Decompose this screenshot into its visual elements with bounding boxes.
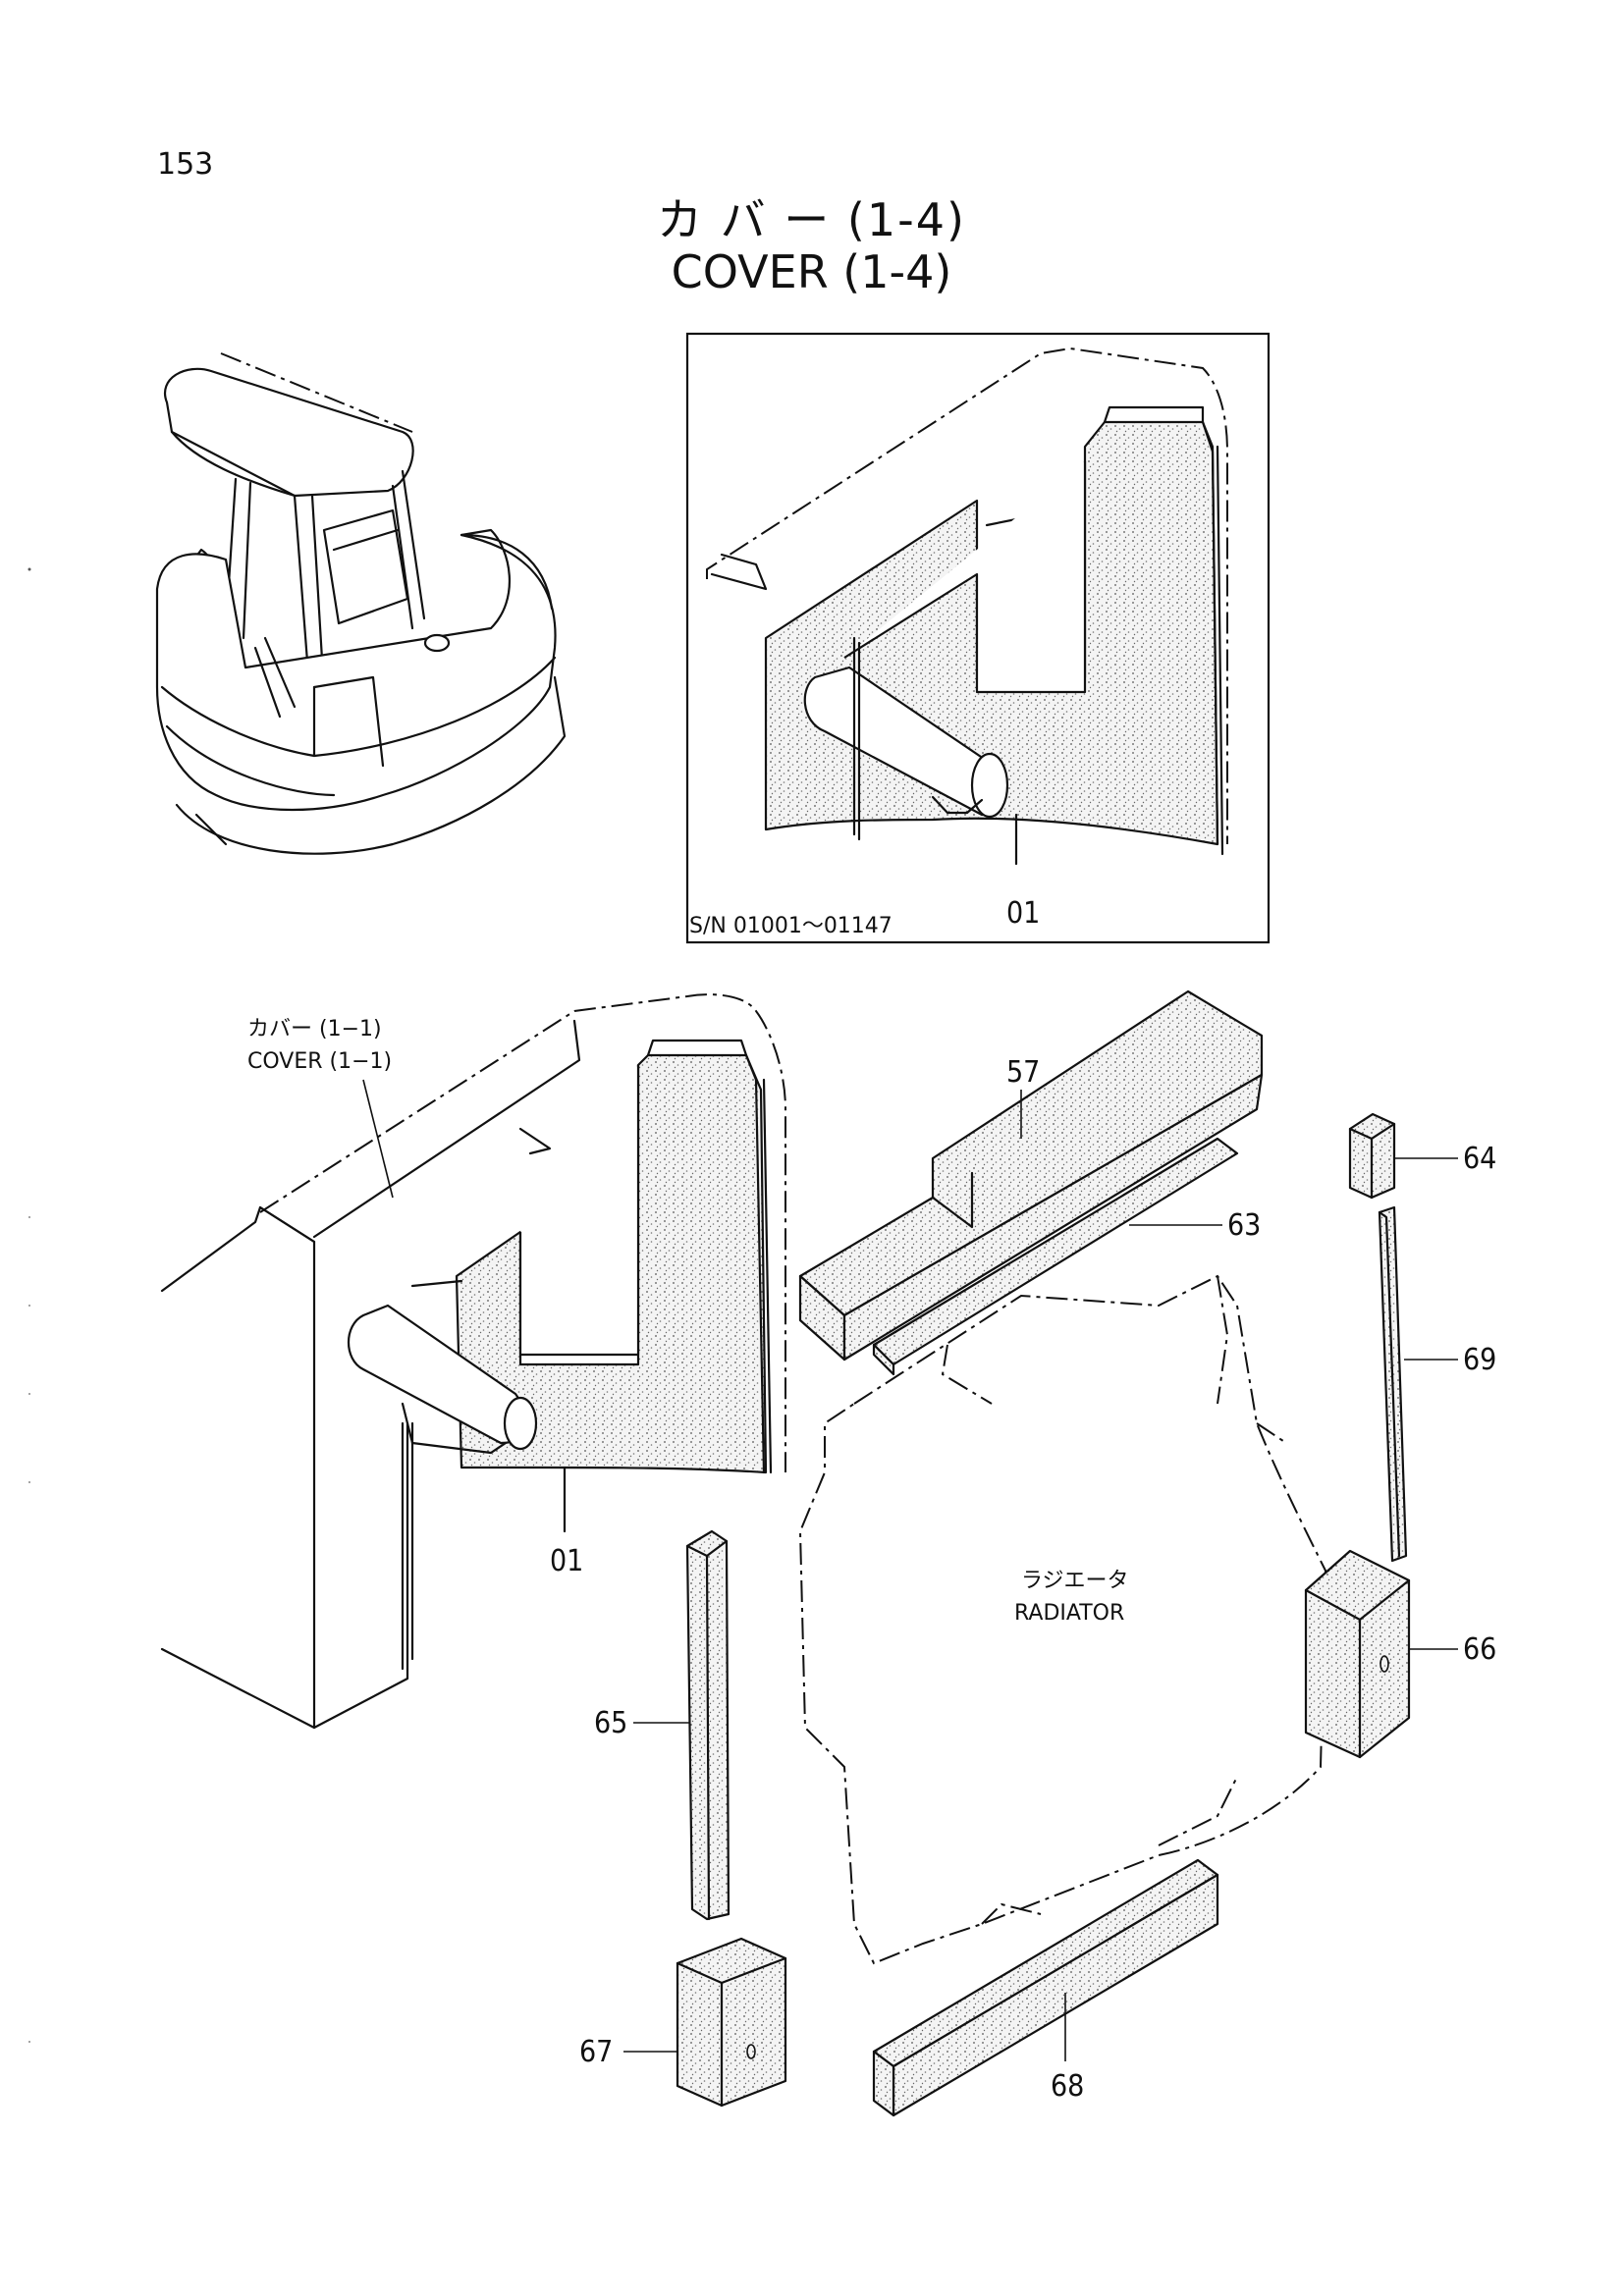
part-number-57: 57 — [1006, 1055, 1040, 1090]
foam-part-65: 65 — [594, 1529, 730, 1921]
foam-part-64: 64 — [1348, 1112, 1496, 1200]
serial-range-label: S/N 01001～01147 — [689, 914, 893, 938]
margin-marks — [27, 567, 31, 2043]
foam-part-68: 68 — [872, 1858, 1219, 2117]
part-number-69: 69 — [1463, 1343, 1496, 1377]
foam-part-69: 69 — [1378, 1205, 1496, 1563]
foam-part-63: 63 — [872, 1137, 1261, 1376]
inset-part-number-01: 01 — [1006, 896, 1040, 931]
radiator-japanese-label: ラジエータ — [1021, 1569, 1129, 1593]
cover-1-1-english-label: COVER (1−1) — [247, 1049, 392, 1074]
foam-part-67: 67 — [579, 1937, 787, 2108]
page-title-japanese: カ バ ー (1-4) — [657, 193, 966, 246]
radiator-english-label: RADIATOR — [1014, 1601, 1124, 1626]
part-number-01: 01 — [550, 1544, 583, 1578]
page-title-english: COVER (1-4) — [671, 245, 952, 298]
part-number-65: 65 — [594, 1706, 627, 1740]
cover-1-1-japanese-label: カバー (1−1) — [247, 1017, 382, 1041]
part-number-66: 66 — [1463, 1632, 1496, 1667]
radiator-outline: ラジエータ RADIATOR — [798, 1274, 1327, 1965]
foam-part-57: 57 — [798, 989, 1264, 1362]
serial-inset-panel: S/N 01001～01147 01 — [685, 332, 1271, 944]
cover-assembly-illustration: カバー (1−1) COVER (1−1) 01 — [160, 993, 786, 1730]
part-number-63: 63 — [1227, 1208, 1261, 1243]
page-number: 153 — [157, 147, 214, 182]
part-number-67: 67 — [579, 2035, 613, 2069]
part-number-64: 64 — [1463, 1142, 1496, 1176]
foam-part-66: 66 — [1304, 1549, 1496, 1759]
part-number-68: 68 — [1051, 2069, 1084, 2104]
excavator-overview-illustration — [155, 352, 567, 855]
